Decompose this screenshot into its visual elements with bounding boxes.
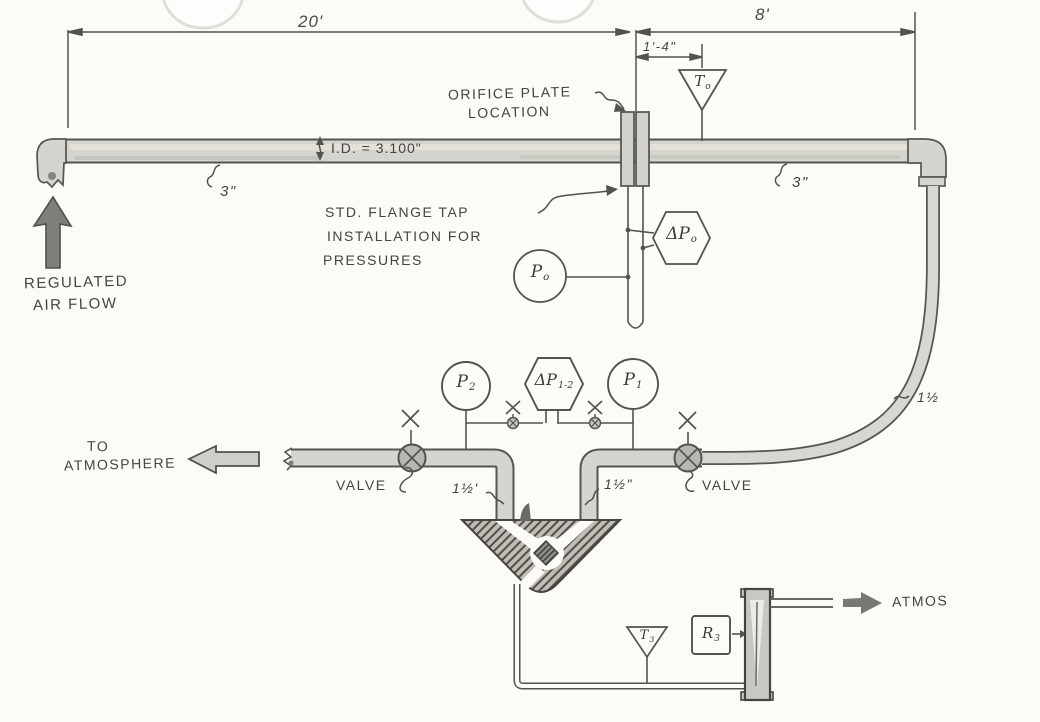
p0-tag-sub: o	[543, 272, 550, 283]
pipe-size-right-label: 3"	[792, 174, 809, 191]
small-instrument-valve-right	[587, 400, 603, 430]
p1-tag-sub: 1	[635, 380, 643, 391]
flange-note-line1: STD. FLANGE TAP	[325, 204, 470, 220]
orifice-flange-assembly	[566, 111, 655, 329]
dp0-hexagon	[651, 211, 712, 265]
vent-label-line2: ATMOSPHERE	[63, 454, 177, 474]
inlet-label-line2: AIR FLOW	[32, 294, 118, 315]
flange-note-line3: PRESSURES	[323, 252, 423, 268]
inlet-elbow	[36, 138, 67, 189]
valve-left-label: VALVE	[336, 477, 387, 493]
line-valve-left	[397, 409, 427, 473]
t3-thermometer-symbol	[625, 626, 669, 683]
manifold-pipes	[278, 445, 702, 521]
atmos-arrow	[843, 592, 882, 614]
outlet-elbow-reducer	[907, 138, 947, 187]
p0-circle	[513, 249, 567, 303]
vent-flow-arrow	[186, 444, 260, 475]
device-outlet-pipe	[513, 584, 745, 690]
atmos-label: ATMOS	[891, 592, 949, 610]
inlet-label-line1: REGULATED	[23, 272, 129, 293]
p0-tag-main: P	[530, 262, 543, 282]
id-dimension-arrow	[316, 136, 324, 161]
branch-right-size-label: 1½"	[604, 476, 633, 492]
dim-8ft-label: 8'	[755, 5, 770, 24]
flange-note-line2: INSTALLATION FOR	[327, 228, 482, 244]
p1-circle	[607, 358, 659, 410]
leader-arrowheads	[606, 103, 626, 196]
t0-tag-main: T	[694, 72, 705, 90]
plug-valve-device	[459, 503, 623, 593]
p1-tag-main: P	[623, 370, 635, 390]
line-valve-right	[673, 411, 703, 473]
t0-tag-sub: o	[705, 82, 711, 92]
main-pipe	[56, 138, 926, 164]
dim-1ft4in-label: 1'-4"	[643, 39, 677, 54]
dimension-lines	[67, 12, 916, 130]
t3-tag-main: T	[639, 628, 649, 643]
p2-circle	[441, 361, 491, 411]
p2-tag-main: P	[456, 372, 468, 392]
vent-label-line1: TO	[86, 437, 110, 455]
r3-tag-sub: 3	[714, 634, 721, 644]
small-instrument-valve-left	[505, 400, 521, 430]
r3-recorder-box	[691, 615, 747, 655]
inlet-flow-arrow	[32, 195, 73, 269]
p2-tag-sub: 2	[468, 382, 476, 393]
atmos-vent	[770, 592, 882, 614]
dim-20ft-label: 20'	[298, 12, 324, 31]
branch-left-size-label: 1½'	[452, 480, 479, 496]
valve-right-label: VALVE	[702, 477, 753, 493]
rotameter	[740, 587, 774, 702]
t0-thermometer-symbol	[677, 69, 728, 141]
pipe-id-label: I.D. = 3.100"	[331, 140, 422, 156]
leader-lines	[206, 91, 910, 506]
pipe-size-left-label: 3"	[220, 183, 237, 200]
orifice-note-line1: ORIFICE PLATE	[447, 83, 572, 103]
dp0-tag-main: ΔP	[666, 224, 690, 244]
orifice-note-line2: LOCATION	[467, 102, 551, 122]
downcomer-size-label: 1½	[917, 389, 940, 405]
dp12-hexagon	[523, 357, 585, 411]
dp12-tag-main: ΔP	[534, 370, 557, 389]
t3-tag-sub: 3	[649, 635, 655, 644]
dp0-tag-sub: o	[690, 234, 697, 245]
dp12-tag-sub: 1-2	[557, 380, 574, 391]
downcomer-pipe	[699, 186, 940, 466]
r3-tag-main: R	[701, 624, 714, 642]
gauge-tap-lines	[465, 410, 634, 449]
hole-punch-marks	[162, 0, 595, 30]
